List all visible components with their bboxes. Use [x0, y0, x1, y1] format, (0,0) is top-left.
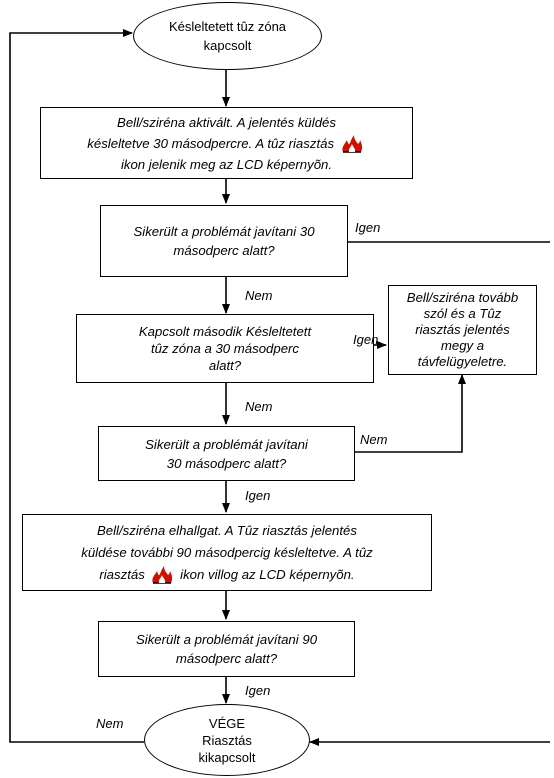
q3-line2: 30 másodperc alatt? [166, 455, 287, 471]
q3-line1: Sikerült a problémát javítani [145, 436, 308, 452]
q2-line2: tûz zóna a 30 másodperc [150, 341, 300, 356]
label-q2-no: Nem [245, 399, 273, 414]
report-node: Bell/sziréna tovább szól és a Tûz riaszt… [388, 285, 537, 375]
report-line1: Bell/sziréna tovább [406, 290, 519, 305]
silence-line3a: riasztás [99, 566, 145, 582]
q2-node: Kapcsolt második Késleltetett tûz zóna a… [76, 314, 374, 383]
report-line5: távfelügyeletre. [417, 354, 508, 369]
silence-line3b: ikon villog az LCD képernyõn. [180, 566, 355, 582]
fire-icon [342, 135, 362, 153]
arrow-end-no-loop [9, 29, 144, 743]
end-line2: Riasztás [202, 732, 252, 748]
label-q1-yes: Igen [355, 220, 381, 235]
q2-line3: alatt? [208, 358, 242, 373]
start-node: Késleltetett tûz zóna kapcsolt [133, 2, 322, 70]
q1-node: Sikerült a problémát javítani 30 másodpe… [100, 205, 348, 277]
q1-line2: másodperc alatt? [173, 243, 275, 258]
q4-line2: másodperc alatt? [175, 651, 278, 666]
silence-line1: Bell/sziréna elhallgat. A Tûz riasztás j… [97, 522, 357, 538]
silence-node: Bell/sziréna elhallgat. A Tûz riasztás j… [22, 514, 432, 591]
q1-line1: Sikerült a problémát javítani 30 [133, 224, 315, 239]
activate-node: Bell/sziréna aktivált. A jelentés küldés… [40, 107, 413, 179]
q4-node: Sikerült a problémát javítani 90 másodpe… [98, 621, 355, 677]
fire-icon [152, 566, 173, 584]
silence-line3-wrap: riasztás ikon villog az LCD képernyõn. [81, 564, 373, 586]
label-q1-no: Nem [245, 288, 273, 303]
label-q3-no: Nem [360, 432, 388, 447]
end-line1: VÉGE [208, 715, 246, 731]
activate-line1: Bell/sziréna aktivált. A jelentés küldés [117, 114, 336, 130]
label-q2-yes: Igen [353, 332, 379, 347]
report-line3: riasztás jelentés [415, 322, 510, 337]
activate-line2-wrap: késleltetve 30 másodpercre. A tûz riaszt… [87, 133, 365, 154]
label-q3-yes: Igen [245, 488, 271, 503]
start-line1: Késleltetett tûz zóna [168, 19, 287, 34]
label-q4-yes: Igen [245, 683, 271, 698]
activate-line3: ikon jelenik meg az LCD képernyõn. [120, 156, 333, 172]
activate-line2: késleltetve 30 másodpercre. A tûz riaszt… [87, 135, 335, 151]
q3-node: Sikerült a problémát javítani 30 másodpe… [98, 426, 355, 481]
report-line4: megy a [440, 338, 485, 353]
label-end-no: Nem [96, 716, 124, 731]
q4-line1: Sikerült a problémát javítani 90 [135, 632, 318, 647]
end-node: VÉGE Riasztás kikapcsolt [144, 704, 310, 776]
q2-line1: Kapcsolt második Késleltetett [138, 324, 312, 339]
report-line2: szól és a Tûz [423, 306, 502, 321]
end-line3: kikapcsolt [198, 749, 256, 765]
arrow-q3-no [355, 374, 466, 453]
start-line2: kapcsolt [203, 38, 252, 53]
silence-line2: küldése további 90 másodpercig késleltet… [81, 544, 373, 560]
